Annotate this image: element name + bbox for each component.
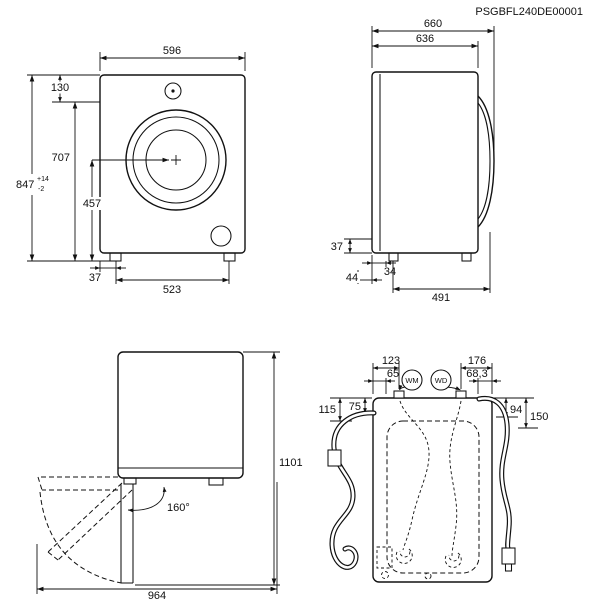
dim-label-130: 130 bbox=[51, 82, 69, 94]
door-angle: 160° bbox=[127, 486, 190, 514]
dim-drum-center: 457 bbox=[79, 155, 181, 261]
dim-label-596: 596 bbox=[163, 45, 181, 57]
drain-outlet-dashed bbox=[381, 571, 389, 579]
dim-label-37-side: 37 bbox=[331, 241, 343, 253]
wd-valve-fitting bbox=[455, 390, 467, 399]
internal-hose-left-coil bbox=[395, 548, 413, 564]
dim-label-123: 123 bbox=[382, 355, 400, 367]
wm-badge bbox=[401, 369, 423, 391]
dim-rear-top bbox=[364, 363, 501, 394]
rear-body bbox=[372, 397, 493, 583]
dim-open-depth: 964 bbox=[36, 482, 278, 600]
dim-side-rear-clearance: 44 bbox=[343, 270, 382, 284]
door-hinge bbox=[123, 477, 137, 485]
dim-label-636: 636 bbox=[416, 33, 434, 45]
dim-label-65: 65 bbox=[387, 368, 399, 380]
drain-hose-clip bbox=[327, 449, 342, 467]
dim-label-75: 75 bbox=[349, 401, 361, 413]
front-machine-outline bbox=[99, 74, 246, 262]
internal-hose-right bbox=[449, 400, 462, 557]
rear-dim-labels: 123 176 65 68,3 115 75 94 150 bbox=[318, 355, 548, 423]
open-door bbox=[37, 476, 134, 584]
wm-valve-fitting bbox=[393, 390, 405, 399]
side-door-bulge bbox=[477, 95, 495, 228]
side-rear-foot bbox=[388, 252, 399, 262]
dim-label-660: 660 bbox=[424, 18, 442, 30]
dim-label-34: 34 bbox=[384, 266, 396, 278]
side-view: 660 636 37 34 44 bbox=[331, 18, 495, 304]
dim-label-707: 707 bbox=[52, 152, 70, 164]
dim-label-176: 176 bbox=[468, 355, 486, 367]
door-view-body bbox=[117, 351, 244, 479]
side-door-inner bbox=[477, 102, 491, 220]
dim-label-491: 491 bbox=[432, 292, 450, 304]
dim-front-width: 596 bbox=[99, 45, 246, 71]
dim-label-44: 44 bbox=[346, 272, 358, 284]
wd-label: WD bbox=[435, 376, 448, 385]
side-front-foot bbox=[461, 252, 472, 262]
dim-label-847-minus: -2 bbox=[38, 186, 44, 193]
front-body bbox=[99, 74, 246, 254]
dim-label-523: 523 bbox=[163, 284, 181, 296]
dim-side-rear-bottom: 37 bbox=[331, 238, 372, 254]
door-machine-outline bbox=[117, 351, 244, 486]
inlet-hose-connector-tip bbox=[504, 563, 513, 572]
wm-leader-arrow bbox=[398, 384, 406, 391]
dim-label-94: 94 bbox=[510, 404, 522, 416]
front-view: 596 130 847 +14 -2 707 457 bbox=[15, 45, 246, 296]
door-dashed-position-2 bbox=[47, 482, 133, 561]
door-open-view: 160° 1101 964 bbox=[36, 351, 303, 600]
water-connections: WM WD bbox=[393, 369, 467, 399]
dim-label-964: 964 bbox=[148, 590, 166, 600]
dim-front-height: 847 +14 -2 707 bbox=[15, 75, 110, 262]
dim-label-847: 847 bbox=[16, 179, 34, 191]
internal-hose-left bbox=[399, 400, 430, 551]
dim-front-foot-inset: 37 bbox=[89, 261, 230, 284]
bottom-outlet-dashed bbox=[424, 572, 432, 580]
side-machine-outline bbox=[371, 71, 495, 262]
inlet-hose-connector bbox=[501, 547, 516, 565]
inlet-hose bbox=[476, 395, 516, 572]
side-body bbox=[371, 71, 479, 254]
front-left-foot bbox=[109, 252, 122, 262]
front-right-foot bbox=[223, 252, 236, 262]
pump-box-dashed bbox=[376, 546, 393, 569]
dim-label-150: 150 bbox=[530, 411, 548, 423]
control-knob bbox=[164, 82, 182, 100]
dim-label-37-front: 37 bbox=[89, 272, 101, 284]
dim-label-457: 457 bbox=[83, 198, 101, 210]
door-dashed-position-1 bbox=[37, 476, 118, 491]
internal-hose-right-coil bbox=[444, 552, 462, 568]
dim-label-68-3: 68,3 bbox=[466, 368, 487, 380]
dim-front-top-offset: 130 bbox=[27, 74, 100, 103]
dim-label-847-plus: +14 bbox=[37, 176, 49, 183]
rear-view: WM WD 123 176 65 68,3 115 75 94 150 bbox=[318, 355, 548, 583]
dim-front-foot-spacing: 523 bbox=[116, 277, 229, 296]
rear-panel-dashed bbox=[386, 420, 480, 574]
door-view-foot bbox=[208, 477, 224, 486]
filter-flap bbox=[210, 225, 232, 247]
dim-label-160deg: 160° bbox=[167, 502, 190, 514]
drain-hose bbox=[327, 410, 377, 570]
wd-leader-arrow bbox=[446, 386, 461, 391]
dim-open-height: 1101 bbox=[135, 351, 303, 586]
wm-label: WM bbox=[405, 376, 418, 385]
door-swing-arc bbox=[39, 491, 122, 584]
dim-side-foot-spacing: 491 bbox=[392, 232, 491, 304]
wd-badge bbox=[430, 369, 452, 391]
part-number: PSGBFL240DE00001 bbox=[475, 6, 583, 18]
dim-label-1101: 1101 bbox=[279, 457, 303, 469]
rear-machine-outline bbox=[372, 397, 493, 583]
dim-depth-body: 636 bbox=[372, 33, 479, 68]
dim-label-115: 115 bbox=[318, 404, 336, 416]
control-knob-dot bbox=[171, 89, 175, 93]
